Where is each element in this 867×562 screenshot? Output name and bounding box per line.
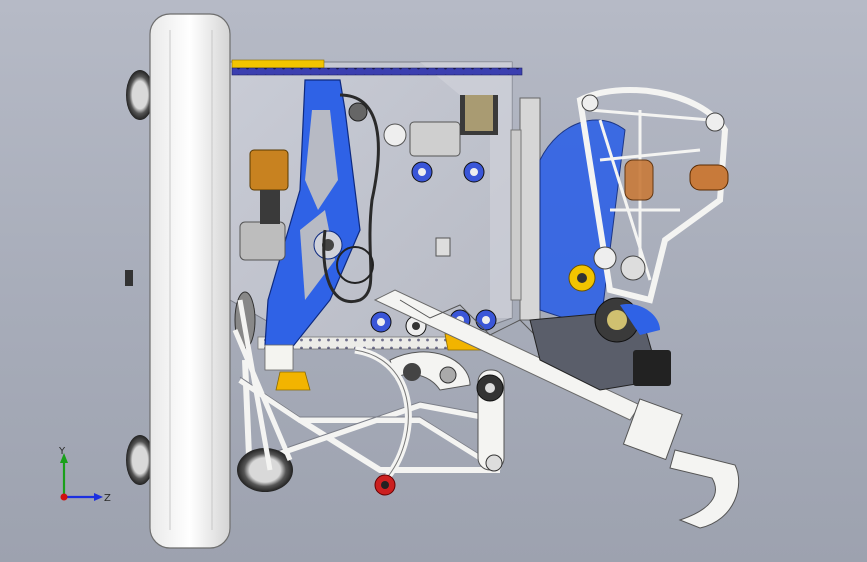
motor-left bbox=[239, 149, 289, 261]
top-rail-yellow bbox=[231, 59, 523, 76]
triad-y-label: Y bbox=[58, 446, 66, 457]
motor-top bbox=[383, 95, 498, 157]
long-lattice-arm bbox=[373, 289, 740, 529]
curved-hoop-outline bbox=[354, 349, 409, 481]
triad-z-label: Z bbox=[104, 493, 111, 504]
coordinate-triad: Y Z bbox=[58, 446, 111, 504]
white-side-panel bbox=[125, 13, 231, 549]
left-wheels bbox=[126, 70, 293, 492]
sprocket-top bbox=[348, 102, 368, 122]
sprocket-large bbox=[336, 246, 374, 284]
gearbox-cluster bbox=[529, 264, 671, 391]
vertical-column bbox=[510, 97, 541, 321]
lower-base-outline bbox=[239, 376, 501, 468]
right-lattice-fan bbox=[539, 87, 729, 331]
left-leg-bars bbox=[232, 299, 293, 471]
chain-drive bbox=[322, 93, 380, 304]
lower-link-arm bbox=[389, 351, 505, 472]
triad-x-axis bbox=[60, 493, 68, 501]
blue-truss-arm bbox=[264, 79, 361, 371]
spring-coils bbox=[624, 159, 729, 201]
